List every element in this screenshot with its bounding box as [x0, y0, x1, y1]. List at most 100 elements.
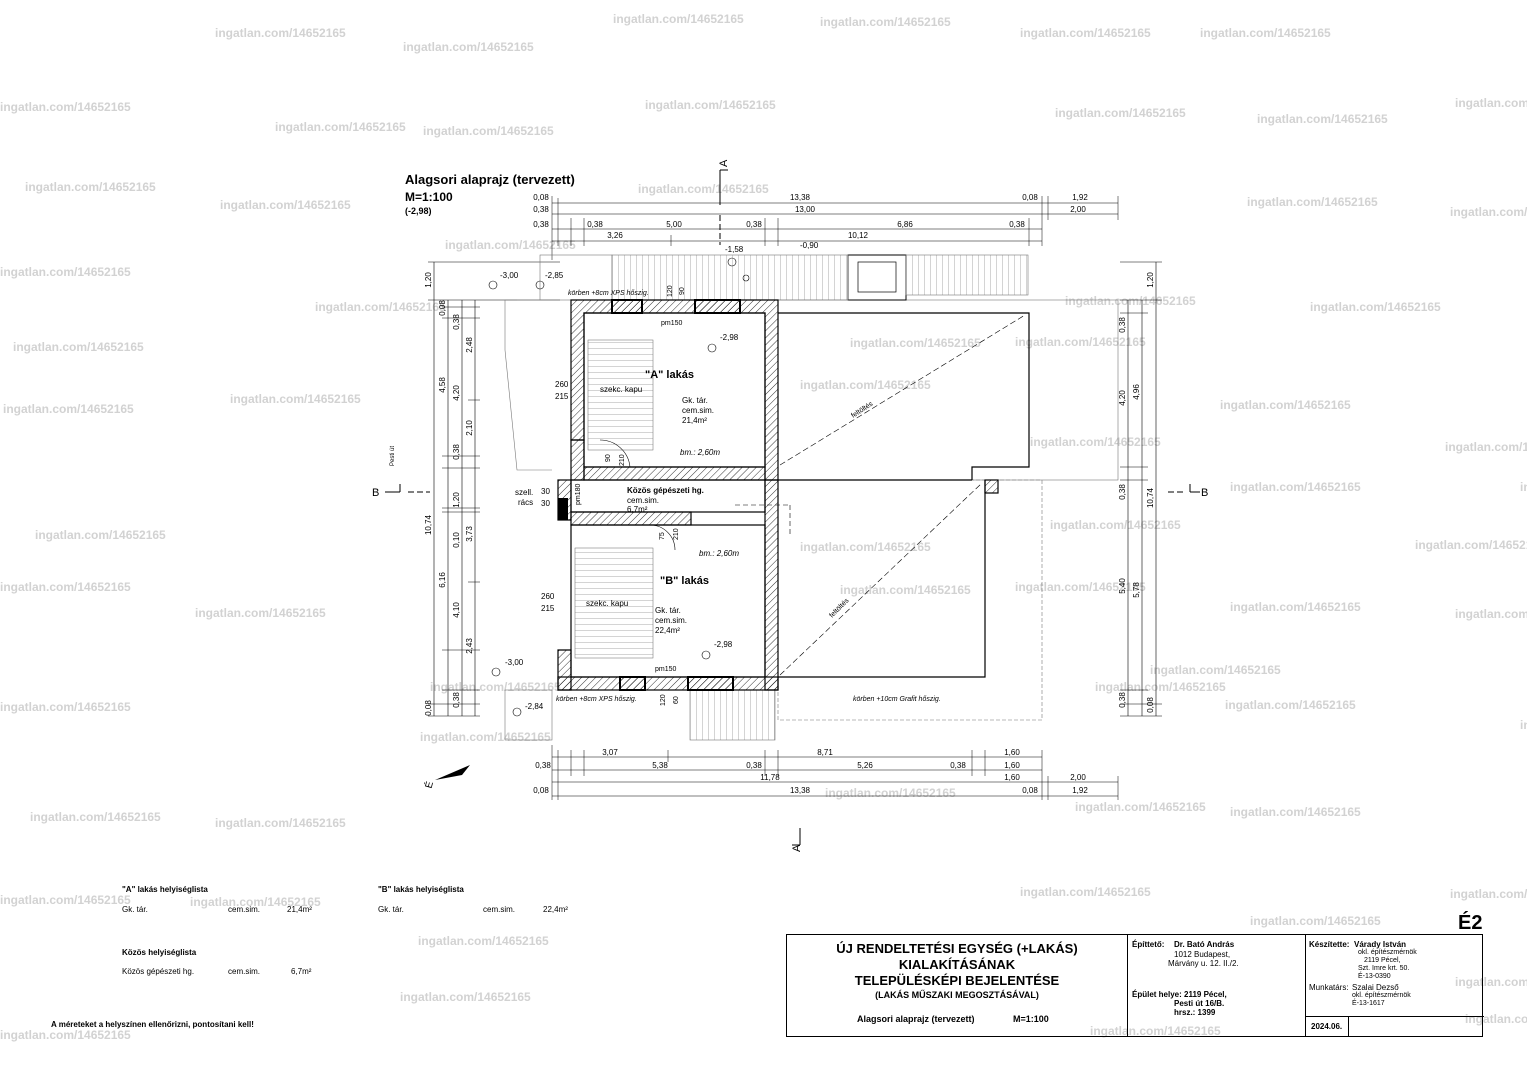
label-dims-left-c1-1: 10,74 [424, 514, 433, 535]
label-dims-right-c3-0: 1,20 [1146, 272, 1155, 288]
label-dims-top-r4-0: 3,26 [607, 231, 623, 240]
label-dims-left-c4-0: 2,48 [465, 337, 474, 353]
drawing-title: Alagsori alaprajz (tervezett) [405, 172, 575, 187]
watermark-text: ingatlan.com/14652165 [1225, 698, 1356, 712]
label-plan-d-30: 30 [541, 487, 550, 496]
label-dims-left-c3-3: 1,20 [452, 492, 461, 508]
insulation-xps-top: körben +8cm XPS hőszig. [568, 290, 649, 297]
label-dims-right-c2-1: 5,78 [1132, 582, 1141, 598]
room-a-area: 21,4m² [682, 416, 707, 425]
schedule-common-floor: cem.sim. [228, 967, 260, 976]
label-dims-right-c1-0: 0,38 [1118, 317, 1127, 333]
watermark-text: ingatlan.com/14652165 [1095, 680, 1226, 694]
schedule-b-area: 22,4m² [543, 905, 568, 914]
dimension-values-bottom: 3,07 8,71 1,60 0,38 5,38 0,38 5,26 0,38 … [533, 748, 1088, 795]
watermark-text: ingatlan.com/14652165 [430, 680, 561, 694]
insulation-grafit: körben +10cm Grafit hőszig. [853, 696, 941, 703]
watermark-text: ingatlan.com/14652165 [215, 816, 346, 830]
watermark-text: ingatlan.com/14652165 [800, 378, 931, 392]
label-titleblock-coauthor-reg: É-13-1617 [1352, 1000, 1385, 1007]
label-dims-left-c3-4: 0,10 [452, 532, 461, 548]
schedule-common-area: 6,7m² [291, 967, 312, 976]
drawing-scale: M=1:100 [405, 190, 453, 204]
room-a-height: bm.: 2,60m [680, 448, 720, 457]
label-titleblock-author-addr1: 2119 Pécel, [1364, 957, 1401, 964]
label-plan-d-90: 90 [679, 287, 686, 295]
label-dims-bottom-r4-2: 0,08 [1022, 786, 1038, 795]
room-b-name: Gk. tár. [655, 606, 681, 615]
label-dims-top-r3-0: 0,38 [533, 220, 549, 229]
watermark-text: ingatlan.com/14652165 [13, 340, 144, 354]
unit-b-label: "B" lakás [660, 575, 709, 587]
drawing-level: (-2,98) [405, 206, 432, 216]
label-plan-lvl-300: -3,00 [505, 658, 524, 667]
schedule-a-area: 21,4m² [287, 905, 312, 914]
dimension-values-top: 0,08 13,38 0,08 1,92 0,38 13,00 2,00 0,3… [533, 193, 1088, 240]
watermark-text: ingatlan.com/14652165 [1230, 600, 1361, 614]
watermark-text: ingatlan.com/14652165 [423, 124, 554, 138]
dimension-values-right: 0,38 4,20 0,38 5,40 0,38 4,96 5,78 1,20 … [1118, 272, 1155, 713]
label-dims-bottom-r4-0: 0,08 [533, 786, 549, 795]
common-room-area: 6,7m² [627, 505, 648, 514]
watermark-text: ingatlan.com/14652165 [420, 730, 551, 744]
sheet-number: É2 [1458, 912, 1483, 934]
label-plan-lvl-158: -1,58 [725, 245, 744, 254]
label-titleblock-site-label: Épület helye: [1132, 990, 1182, 999]
title-block-client: Építtető: Dr. Bató András 1012 Budapest,… [1128, 935, 1306, 1036]
label-plan-lvl-285: -2,85 [545, 271, 564, 280]
label-dims-top-r3-5: 0,38 [1009, 220, 1025, 229]
schedule-a-title: "A" lakás helyiséglista [122, 885, 208, 894]
label-dims-left-c4-2: 3,73 [465, 526, 474, 542]
label-titleblock-author-reg: É-13-0390 [1358, 973, 1391, 980]
label-dims-right-c1-1: 4,20 [1118, 390, 1127, 406]
label-plan-lvl-284: -2,84 [525, 702, 544, 711]
label-dims-left-c1-2: 0,08 [424, 700, 433, 716]
watermark-text: ingatlan.com/14652165 [1257, 112, 1388, 126]
label-dims-top-r2-2: 2,00 [1070, 205, 1086, 214]
watermark-text: ingatlan.com/14652165 [418, 934, 549, 948]
label-titleblock-site-2: Pesti út 16/B. [1174, 999, 1225, 1008]
label-titleblock-project-4: (LAKÁS MŰSZAKI MEGOSZTÁSÁVAL) [875, 990, 1039, 1000]
watermark-text: ingatlan.com/14652165 [195, 606, 326, 620]
watermark-text: ingatlan.com/14652165 [1310, 300, 1441, 314]
label-titleblock-project-3: TELEPÜLÉSKÉPI BEJELENTÉSE [854, 973, 1060, 988]
label-titleblock-author-addr2: Szt. Imre krt. 50. [1358, 965, 1410, 972]
label-plan-d-210: 210 [673, 528, 680, 540]
label-dims-right-c1-2: 0,38 [1118, 484, 1127, 500]
watermark-text: ingatlan.com/14652165 [1520, 480, 1527, 494]
watermark-text: ingatlan.com/14652165 [25, 180, 156, 194]
watermark-text: ingatlan.com/14652165 [275, 120, 406, 134]
insulation-xps-bottom: körben +8cm XPS hőszig. [556, 696, 637, 703]
label-dims-left-c4-1: 2,10 [465, 420, 474, 436]
watermark-text: ingatlan.com/14652165 [613, 12, 744, 26]
schedule-a-room: Gk. tár. [122, 905, 148, 914]
watermark-text: ingatlan.com/14652165 [638, 182, 769, 196]
label-dims-bottom-r3-1: 1,60 [1004, 773, 1020, 782]
label-plan-lvl-300: -3,00 [500, 271, 519, 280]
label-plan-d-120: 120 [667, 285, 674, 297]
section-b-left: B [372, 487, 379, 499]
label-dims-bottom-r2-2: 0,38 [746, 761, 762, 770]
label-titleblock-site-1: 2119 Pécel, [1184, 990, 1227, 999]
label-titleblock-coauthor-label: Munkatárs: [1309, 983, 1349, 992]
label-dims-left-c4-3: 2,43 [465, 638, 474, 654]
common-room-name: Közös gépészeti hg. [627, 486, 704, 495]
label-dims-left-c2-1: 4,58 [438, 377, 447, 393]
gate-label-b: szekc. kapu [586, 599, 628, 608]
watermark-text: ingatlan.com/14652165 [1455, 607, 1527, 621]
watermark-text: ingatlan.com/14652165 [0, 1028, 131, 1042]
watermark-text: ingatlan.com/14652165 [1465, 1012, 1527, 1026]
label-plan-pm150: pm150 [655, 666, 677, 673]
grille-label-2: rács [518, 498, 533, 507]
walls [557, 299, 999, 691]
common-room-floor: cem.sim. [627, 496, 659, 505]
watermark-text: ingatlan.com/14652165 [1415, 538, 1527, 552]
label-plan-d-215: 215 [541, 604, 555, 613]
label-dims-top-r1-1: 13,38 [790, 193, 811, 202]
label-plan-d-210: 210 [619, 454, 626, 466]
north-label: É [422, 780, 436, 790]
label-titleblock-coauthor-name: Szalai Dezső [1352, 983, 1399, 992]
label-dims-left-c2-2: 6,16 [438, 572, 447, 588]
watermark-text: ingatlan.com/14652165 [1230, 480, 1361, 494]
label-dims-left-c2-0: 0,08 [438, 300, 447, 316]
